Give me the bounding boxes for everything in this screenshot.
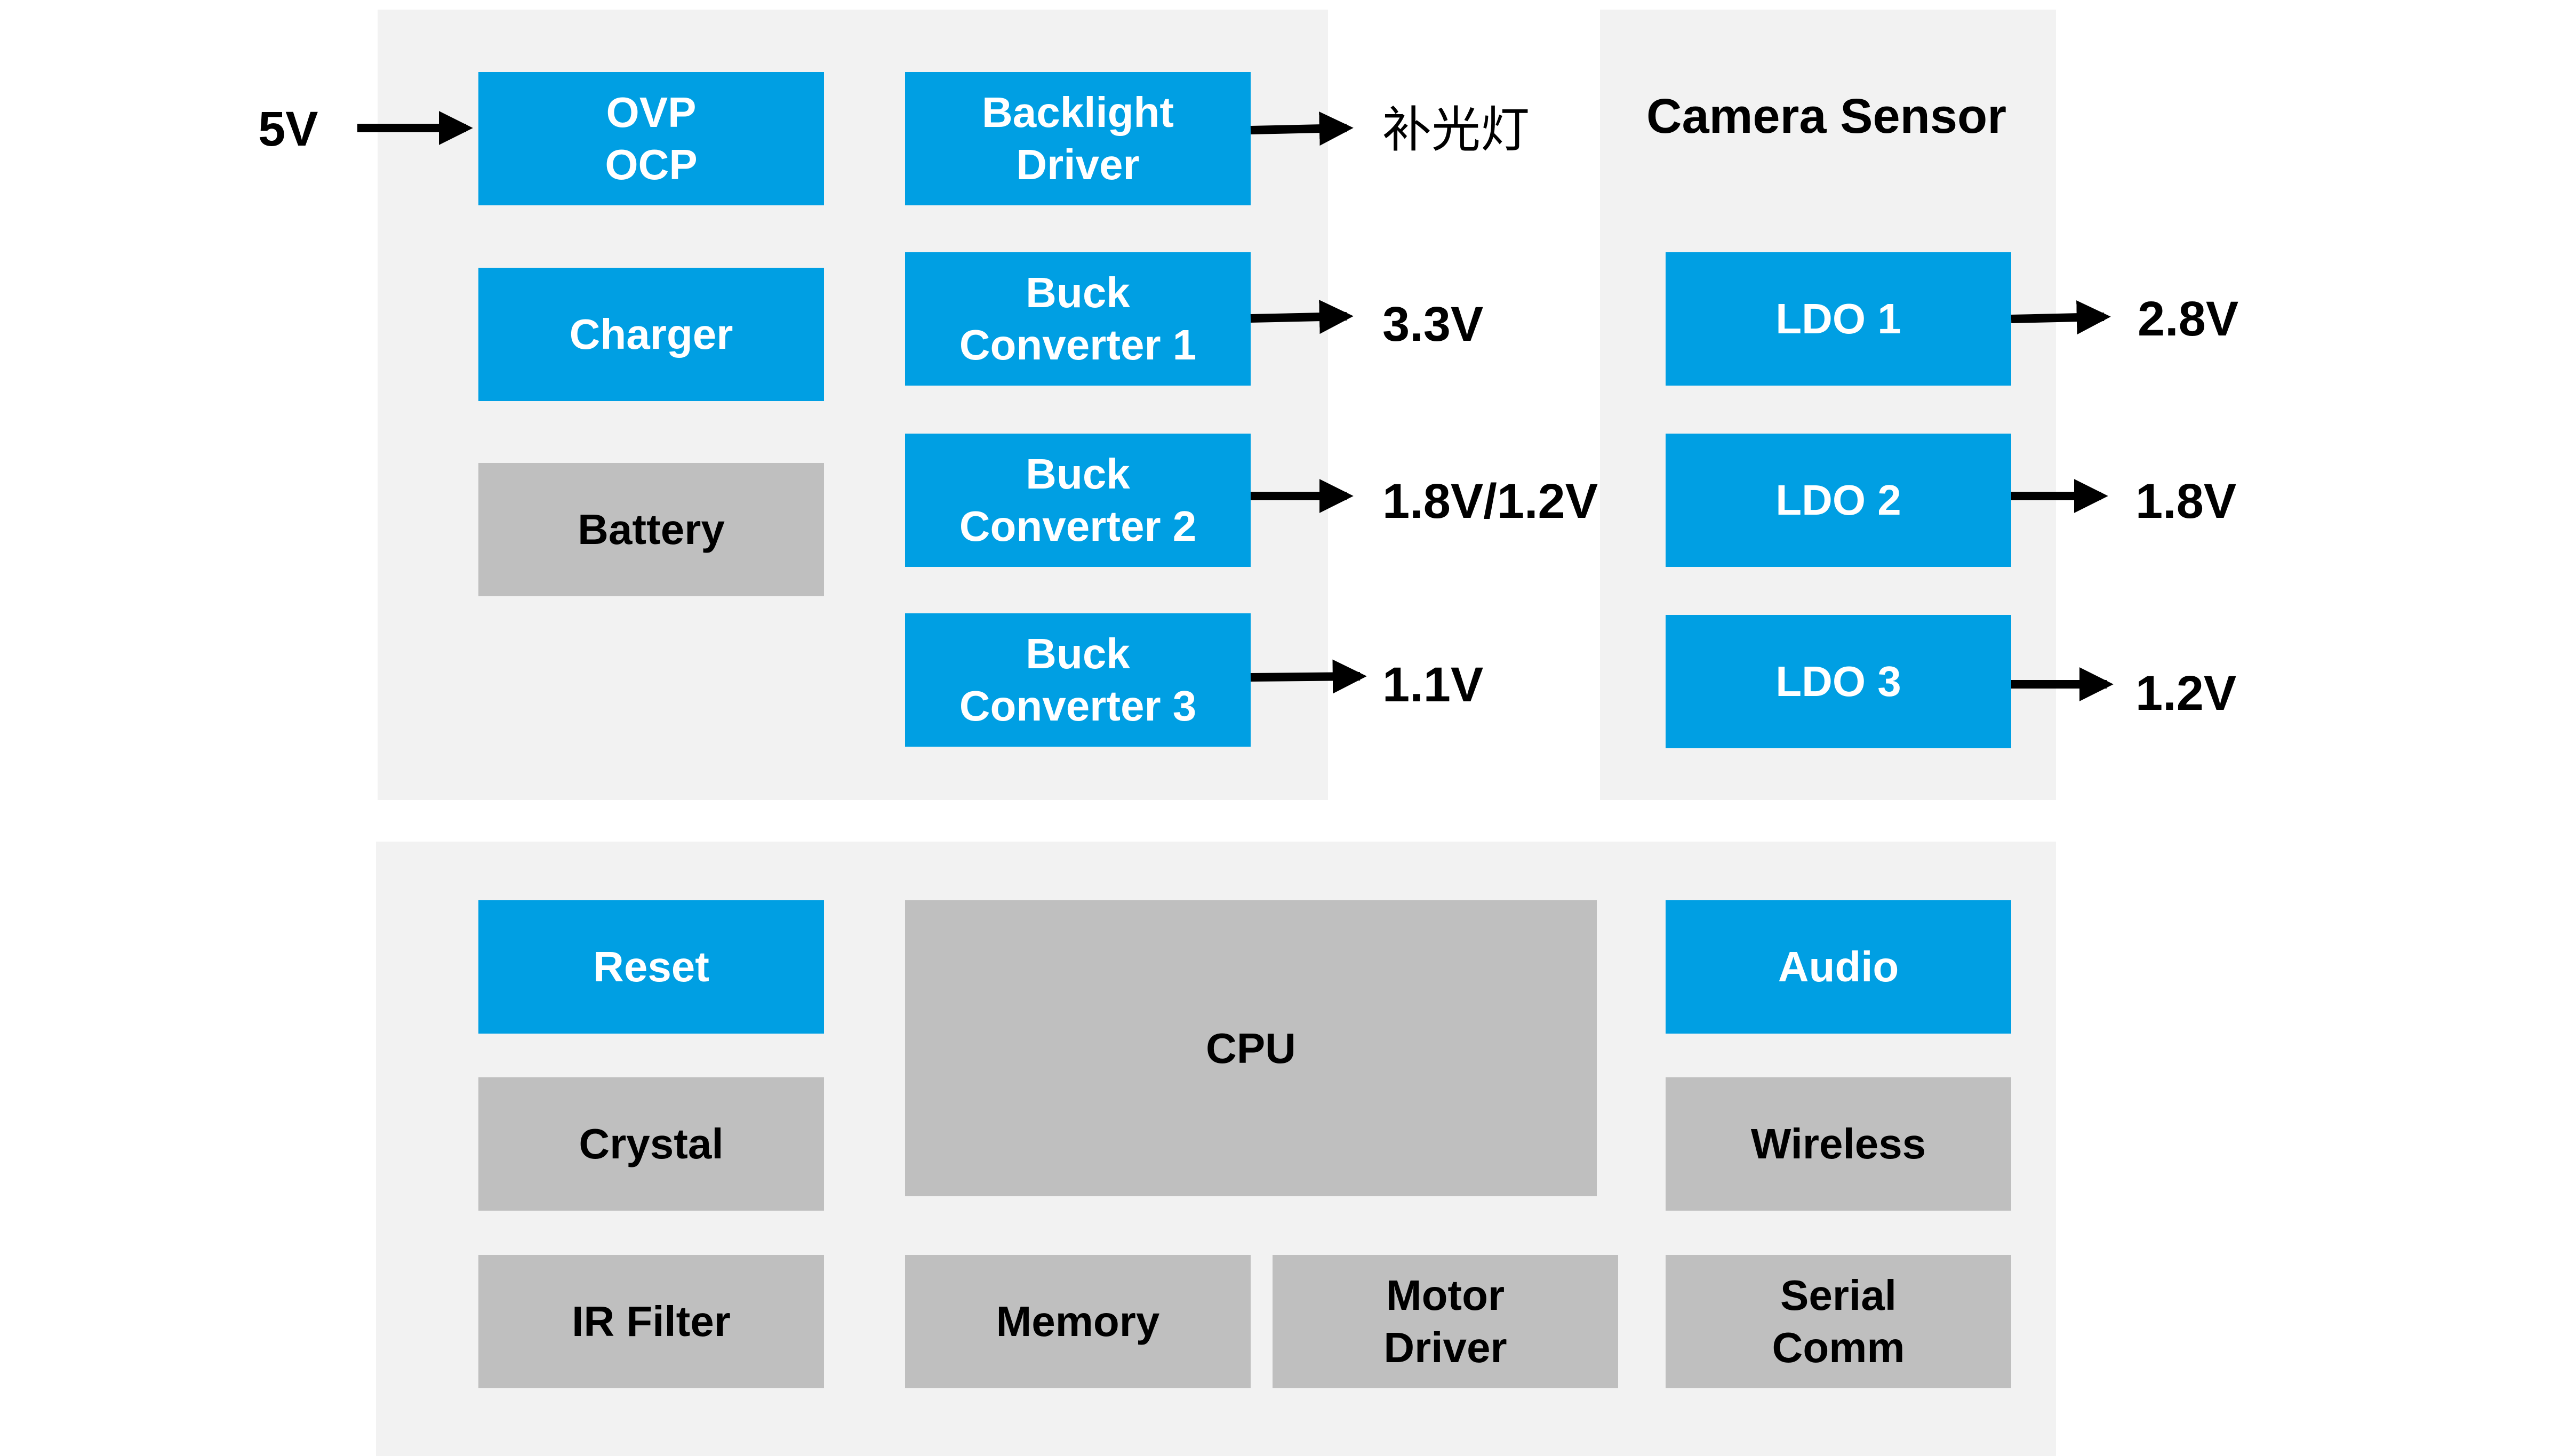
ldo-2-block: LDO 2 [1666, 434, 2011, 567]
buck-converter-3-block: Buck Converter 3 [905, 613, 1251, 747]
charger-block: Charger [478, 268, 824, 401]
battery-block: Battery [478, 463, 824, 596]
buck-converter-1-block: Buck Converter 1 [905, 252, 1251, 386]
fill-light-output-label: 补光灯 [1382, 101, 1530, 158]
reset-block: Reset [478, 900, 824, 1034]
wireless-block: Wireless [1666, 1077, 2011, 1211]
output-1v8-1v2-label: 1.8V/1.2V [1382, 474, 1598, 529]
output-1v8-label: 1.8V [2135, 474, 2237, 529]
output-2v8-label: 2.8V [2138, 292, 2239, 346]
backlight-driver-block: Backlight Driver [905, 72, 1251, 205]
cpu-block: CPU [905, 900, 1597, 1196]
crystal-block: Crystal [478, 1077, 824, 1211]
buck-converter-2-block: Buck Converter 2 [905, 434, 1251, 567]
ldo-3-block: LDO 3 [1666, 615, 2011, 748]
ovp-ocp-block: OVP OCP [478, 72, 824, 205]
camera-sensor-title: Camera Sensor [1646, 89, 2006, 143]
ir-filter-block: IR Filter [478, 1255, 824, 1388]
memory-block: Memory [905, 1255, 1251, 1388]
ldo-1-block: LDO 1 [1666, 252, 2011, 386]
input-5v-label: 5V [258, 102, 318, 156]
audio-block: Audio [1666, 900, 2011, 1034]
output-3v3-label: 3.3V [1382, 297, 1484, 351]
motor-driver-block: Motor Driver [1273, 1255, 1618, 1388]
output-1v2-label: 1.2V [2135, 666, 2237, 721]
serial-comm-block: Serial Comm [1666, 1255, 2011, 1388]
output-1v1-label: 1.1V [1382, 658, 1484, 712]
